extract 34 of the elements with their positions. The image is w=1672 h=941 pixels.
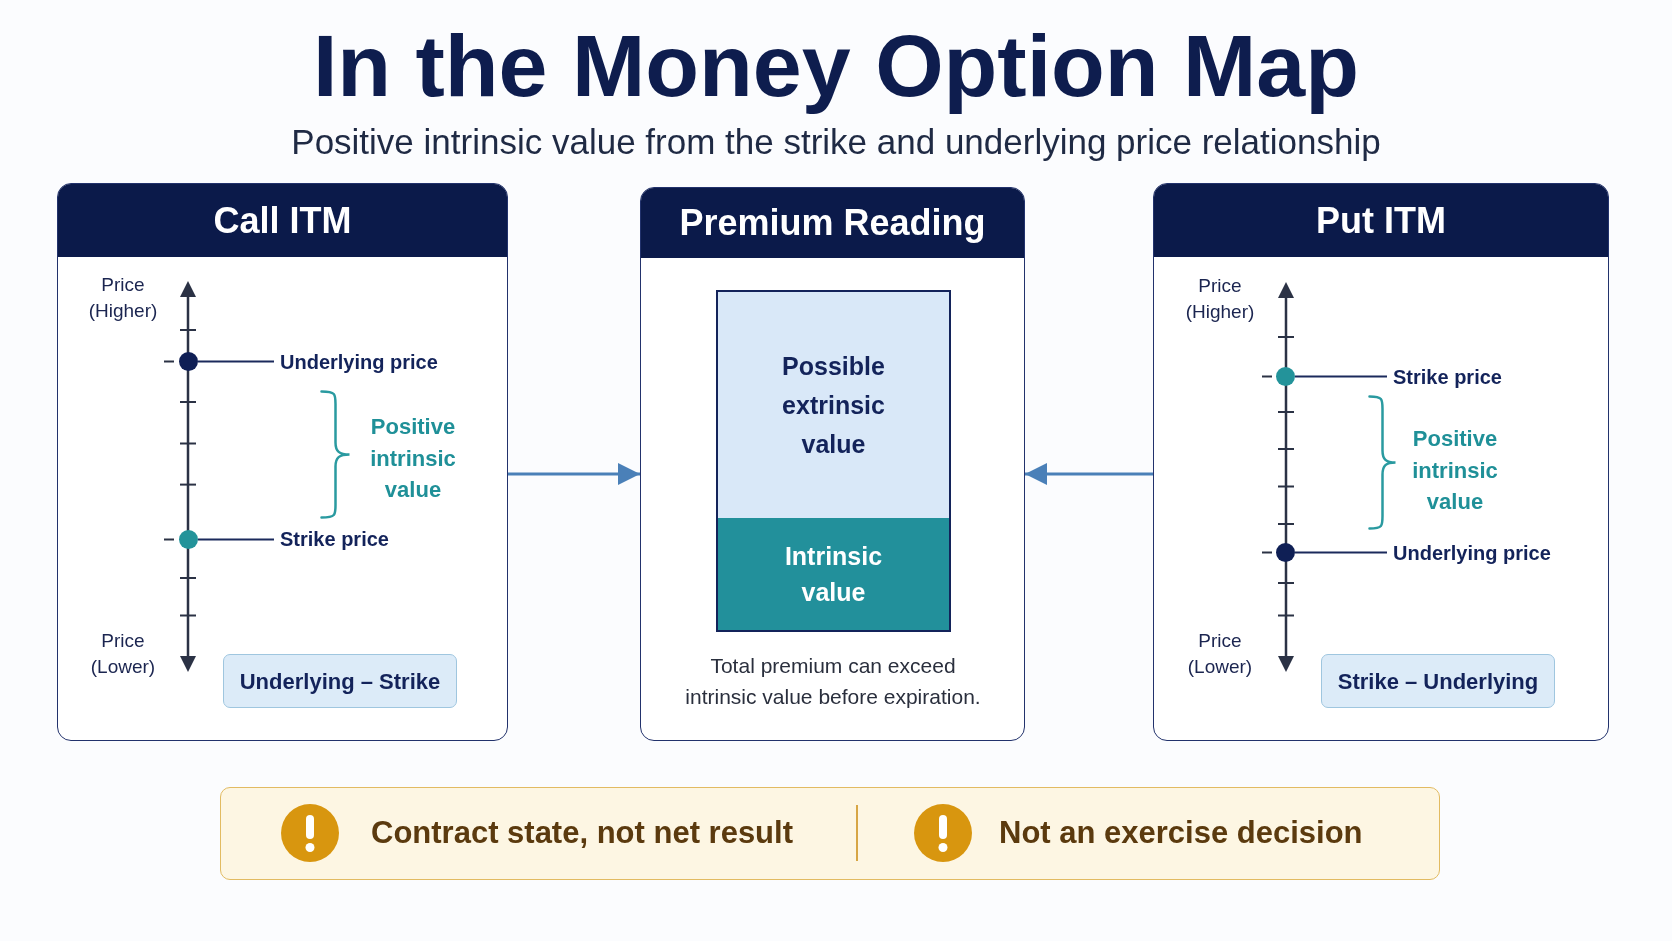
panel-title: Put ITM — [1316, 198, 1446, 243]
stacked-bar-segment — [716, 290, 951, 520]
arrow — [508, 463, 640, 485]
panel-caption: Total premium can exceed intrinsic value before expiration. — [684, 653, 982, 710]
bracket-label: Positive intrinsic value — [369, 413, 457, 504]
title: In the Money Option Map — [311, 15, 1361, 117]
axis-label: Price (Higher) — [87, 273, 159, 323]
info-panel — [1153, 183, 1609, 741]
formula-chip: Underlying – Strike — [223, 654, 457, 708]
price-level-label: Underlying price — [1387, 540, 1551, 566]
formula-chip: Strike – Underlying — [1321, 654, 1555, 708]
notice-text: Not an exercise decision — [999, 815, 1363, 851]
price-level-label: Underlying price — [274, 349, 438, 375]
segment-label: Intrinsic value — [783, 541, 884, 608]
axis-label: Price (Higher) — [1184, 274, 1256, 324]
panel-title: Call ITM — [213, 198, 352, 243]
leader-line — [197, 538, 275, 541]
price-level-label: Strike price — [274, 526, 389, 552]
notice-bar — [220, 787, 1440, 880]
info-panel — [640, 187, 1025, 741]
segment-label: Possible extrinsic value — [781, 350, 886, 460]
info-panel — [57, 183, 508, 741]
leader-line — [1294, 375, 1388, 378]
panel-title: Premium Reading — [679, 201, 986, 245]
leader-line — [197, 360, 275, 363]
axis-label: Price (Lower) — [1186, 629, 1254, 679]
stacked-bar-segment — [716, 518, 951, 632]
leader-line — [1294, 551, 1388, 554]
notice-text: Contract state, not net result — [371, 815, 793, 851]
price-level-label: Strike price — [1387, 364, 1502, 390]
bracket-label: Positive intrinsic value — [1411, 425, 1499, 516]
arrow — [1025, 463, 1153, 485]
axis-label: Price (Lower) — [89, 629, 157, 679]
subtitle: Positive intrinsic value from the strike and underlying price relationship — [290, 121, 1382, 163]
